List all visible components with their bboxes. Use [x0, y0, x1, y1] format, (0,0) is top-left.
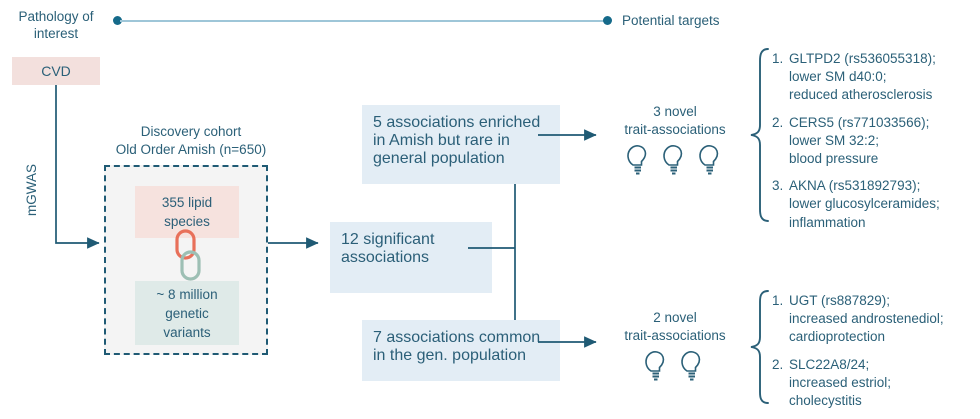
cohort-title: Discovery cohort Old Order Amish (n=650) [115, 124, 267, 157]
target-text: CERS5 (rs771033566); lower SM 32:2; bloo… [789, 114, 930, 167]
target-number: 3. [772, 178, 784, 194]
outcome-label-1: 2 novel trait-associations [624, 310, 726, 343]
lightbulb-group-0 [627, 145, 719, 175]
target-number: 1. [772, 293, 784, 308]
target-list-0: 1. GLTPD2 (rs536055318); lower SM d40:0;… [772, 50, 978, 241]
target-number: 2. [772, 356, 784, 372]
mgwas-arrow [55, 85, 100, 249]
common-associations-box: 7 associations common in the gen. popula… [362, 320, 560, 381]
target-item: 2. CERS5 (rs771033566); lower SM 32:2; b… [772, 114, 978, 169]
branch-connector [468, 165, 516, 332]
legend-dot-left [113, 16, 122, 25]
significant-associations-box: 12 significant associations [330, 222, 492, 293]
target-text: AKNA (rs531892793); lower glucosylcerami… [789, 178, 940, 230]
target-item: 1. UGT (rs887829); increased androstened… [772, 292, 978, 347]
target-text: GLTPD2 (rs536055318); lower SM d40:0; re… [789, 51, 936, 103]
lipid-species-box: 355 lipid species [135, 186, 239, 238]
target-text: UGT (rs887829); increased androstenediol… [789, 293, 944, 345]
target-list-1: 1. UGT (rs887829); increased androstened… [772, 292, 978, 419]
outcome-label-0: 3 novel trait-associations [624, 104, 726, 137]
lipid-variant-link-icon [175, 229, 201, 281]
target-item: 1. GLTPD2 (rs536055318); lower SM d40:0;… [772, 50, 978, 105]
mgwas-label: mGWAS [24, 164, 39, 216]
genetic-variants-box: ~ 8 million genetic variants [135, 281, 239, 345]
brace-0 [750, 48, 769, 222]
enriched-associations-box: 5 associations enriched in Amish but rar… [362, 105, 560, 184]
lightbulb-group-1 [645, 351, 701, 381]
legend-left-label: Pathology of interest [18, 9, 94, 41]
legend-right-label: Potential targets [622, 13, 720, 28]
brace-1 [750, 290, 769, 404]
common-to-outcome-arrow [538, 336, 597, 348]
target-item: 2. SLC22A8/24; increased estriol; cholec… [772, 356, 978, 411]
target-item: 3. AKNA (rs531892793); lower glucosylcer… [772, 177, 978, 232]
legend-connector-line [120, 19, 607, 22]
target-number: 2. [772, 114, 784, 130]
enriched-to-outcome-arrow [538, 129, 597, 141]
target-text: SLC22A8/24; increased estriol; cholecyst… [789, 356, 892, 409]
cohort-to-significant-arrow [268, 237, 319, 249]
target-number: 1. [772, 51, 784, 66]
legend-dot-right [603, 16, 612, 25]
pathology-cvd-box: CVD [12, 57, 100, 85]
